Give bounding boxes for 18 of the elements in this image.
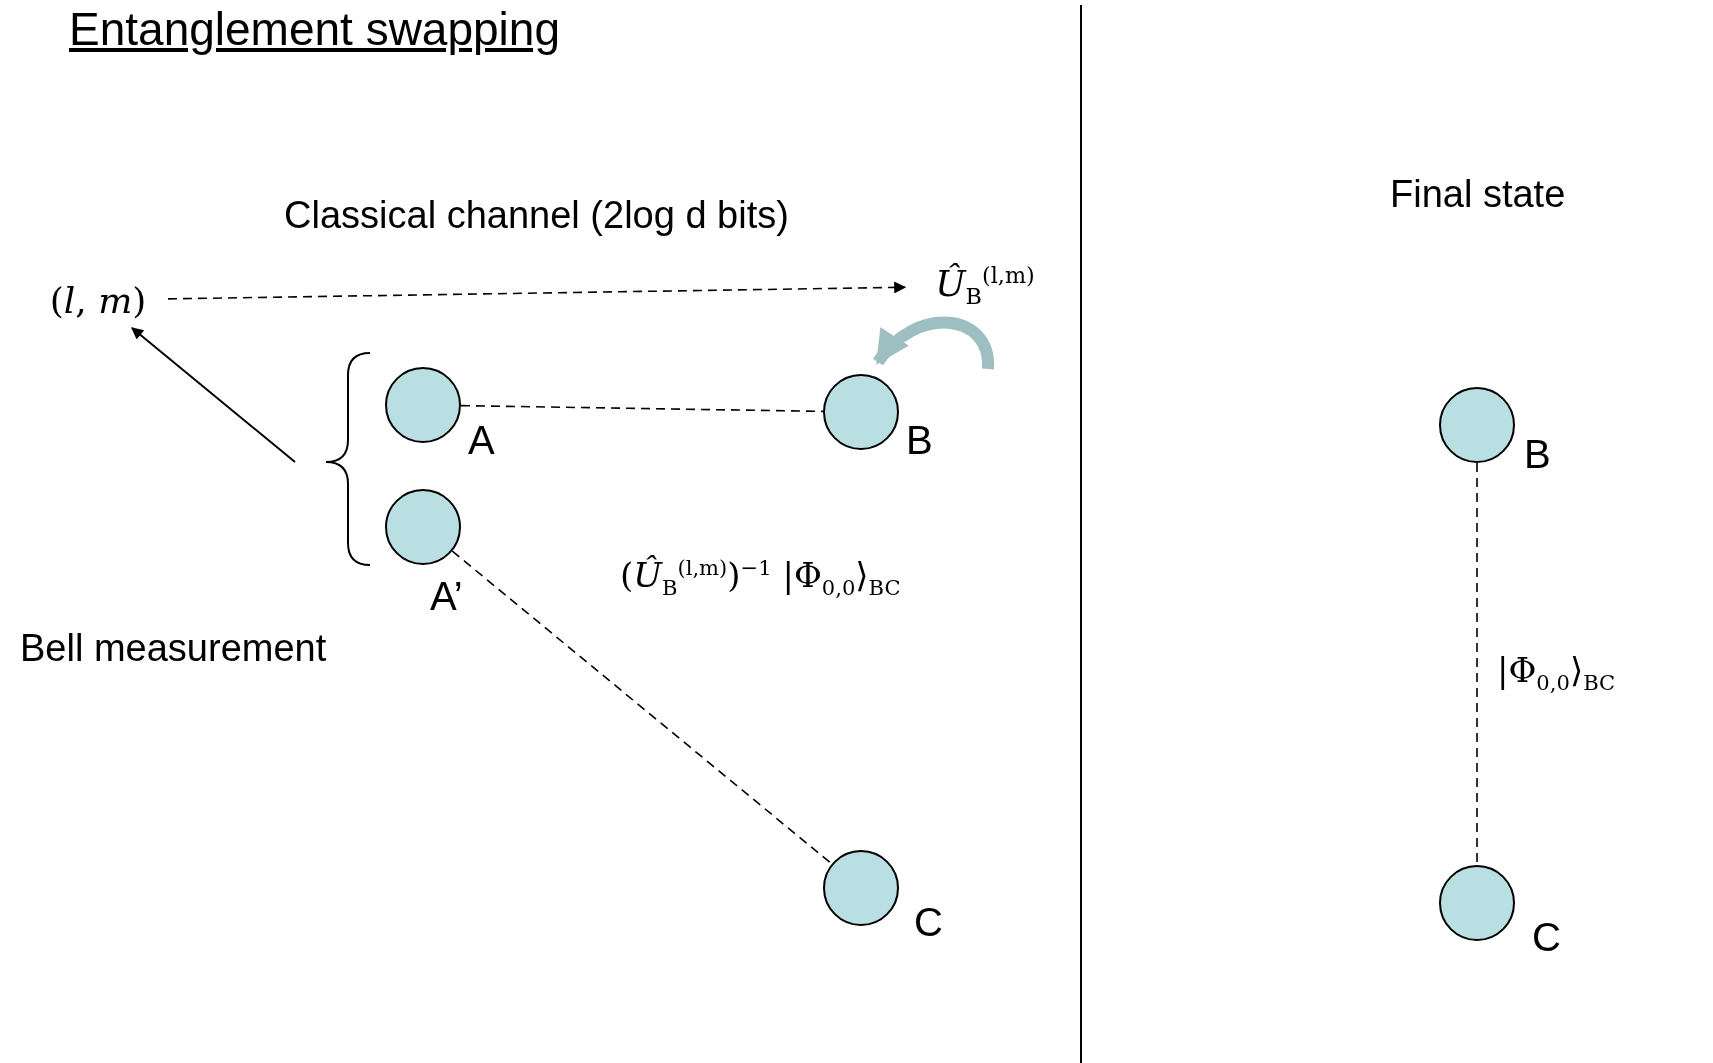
qubit-label: B xyxy=(1524,434,1551,474)
title: Entanglement swapping xyxy=(69,2,560,56)
curved-arrow xyxy=(873,316,994,370)
qubit-label: A xyxy=(468,420,495,460)
caption: Bell measurement xyxy=(20,628,327,670)
caption: Final state xyxy=(1390,174,1566,216)
qubit-label: B xyxy=(906,420,933,460)
qubit-label: A’ xyxy=(430,576,463,616)
state-formula: (Û$_{B}$$^{(l,m)}$)$^{−1}$ |Φ$_{0,0}$⟩$_{BC}$ xyxy=(620,555,901,601)
arrow xyxy=(131,327,296,463)
edge-label: Classical channel (2log d bits) xyxy=(283,195,790,238)
arrow xyxy=(167,281,907,300)
math-label: (l, m) xyxy=(28,272,168,328)
state-formula: |Φ$_{0,0}$⟩$_{BC}$ xyxy=(1497,650,1616,696)
qubit-label: C xyxy=(914,902,943,942)
qubit-label: C xyxy=(1532,917,1561,957)
entanglement-line xyxy=(460,404,824,413)
entanglement-line xyxy=(451,550,833,865)
